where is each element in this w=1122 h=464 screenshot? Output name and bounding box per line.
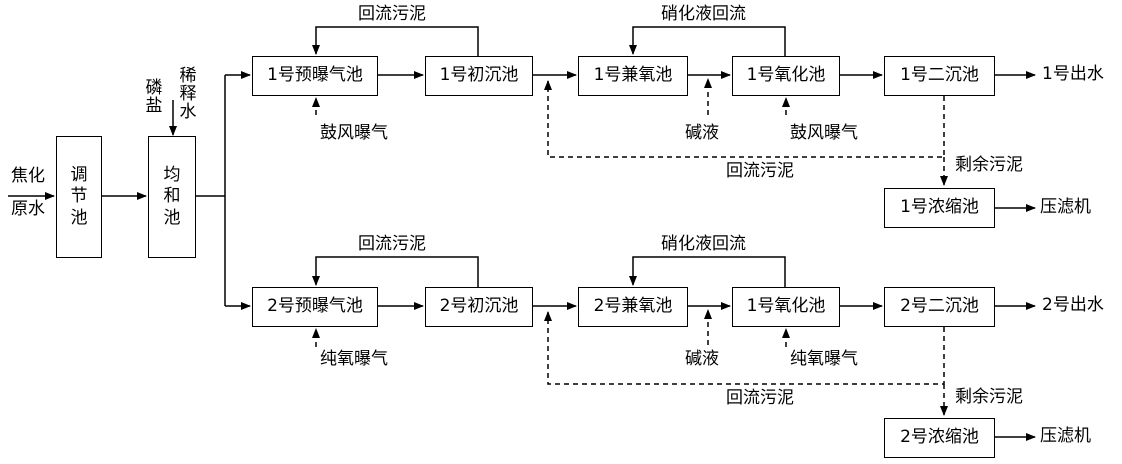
line1-nitrate-loop: [629, 26, 786, 56]
line2-excess-sludge-label: 剩余污泥: [955, 387, 1023, 407]
line1-anoxic-tank: 1号兼氧池: [578, 56, 688, 96]
dilution-water-label: 稀 释 水: [179, 66, 197, 122]
line2-thickener: 2号浓缩池: [884, 418, 995, 458]
line1-nitrate-return-label: 硝化液回流: [661, 4, 746, 24]
line1-filter-press-label: 压滤机: [1040, 197, 1091, 217]
line1-excess-sludge-label: 剩余污泥: [955, 155, 1023, 175]
line1-thickener: 1号浓缩池: [884, 188, 995, 228]
line2-nitrate-loop: [629, 256, 786, 287]
line2-aeration-pre-label: 纯氧曝气: [320, 349, 388, 369]
line1-pre-aeration-tank: 1号预曝气池: [252, 56, 378, 96]
line1-return-sludge-top-label: 回流污泥: [358, 4, 426, 24]
line2-return-sludge-bottom-label: 回流污泥: [726, 388, 794, 408]
line2-aeration-oxic-label: 纯氧曝气: [790, 349, 858, 369]
line2-secondary-settling-tank: 2号二沉池: [884, 287, 995, 327]
line1-secondary-settling-tank: 1号二沉池: [884, 56, 995, 96]
line2-return-sludge-top-label: 回流污泥: [358, 234, 426, 254]
line2-return-sludge-loop: [312, 256, 479, 287]
line2-nitrate-return-label: 硝化液回流: [661, 234, 746, 254]
line2-anoxic-tank: 2号兼氧池: [578, 287, 688, 327]
line1-return-sludge-dashed: [544, 80, 945, 158]
line2-effluent-label: 2号出水: [1042, 295, 1104, 315]
equalizing-tank: 均 和 池: [148, 136, 196, 258]
line1-oxic-tank: 1号氧化池: [732, 56, 840, 96]
raw-water-label: 焦化 原水: [11, 166, 45, 220]
line2-filter-press-label: 压滤机: [1040, 426, 1091, 446]
line2-pre-aeration-tank: 2号预曝气池: [252, 287, 378, 327]
line1-primary-settling-tank: 1号初沉池: [425, 56, 533, 96]
line1-return-sludge-bottom-label: 回流污泥: [726, 161, 794, 181]
line2-return-sludge-dashed: [544, 311, 945, 385]
line1-effluent-label: 1号出水: [1042, 64, 1104, 84]
line1-alkali-label: 碱液: [685, 123, 719, 143]
line2-primary-settling-tank: 2号初沉池: [425, 287, 533, 327]
line2-alkali-label: 碱液: [685, 349, 719, 369]
line1-return-sludge-loop: [312, 26, 479, 56]
line1-aeration-oxic-label: 鼓风曝气: [790, 123, 858, 143]
regulating-tank: 调 节 池: [56, 136, 102, 258]
line1-aeration-pre-label: 鼓风曝气: [320, 123, 388, 143]
line2-oxic-tank: 1号氧化池: [732, 287, 840, 327]
phosphate-label: 磷 盐: [145, 78, 163, 116]
